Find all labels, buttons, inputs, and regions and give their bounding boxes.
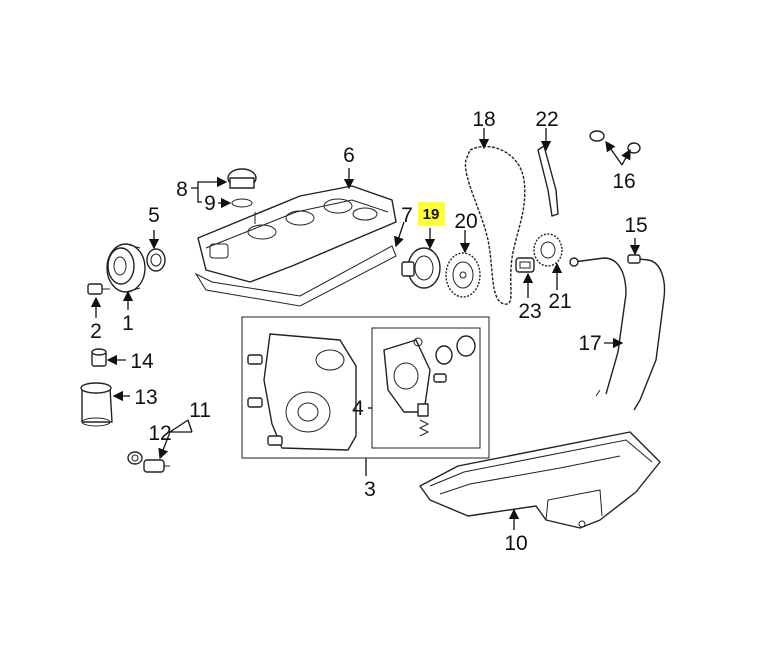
callout-6[interactable]: 6 bbox=[343, 144, 355, 167]
front-cover-group[interactable] bbox=[241, 316, 490, 459]
callout-10[interactable]: 10 bbox=[504, 532, 527, 555]
timing-sprocket-part[interactable] bbox=[533, 233, 563, 267]
callout-22[interactable]: 22 bbox=[535, 108, 558, 131]
cap-o-ring-part[interactable] bbox=[231, 198, 253, 208]
camshaft-actuator-part[interactable] bbox=[401, 247, 441, 289]
oil-filler-cap-part[interactable] bbox=[227, 168, 257, 189]
leader-lines bbox=[90, 128, 641, 530]
callout-21[interactable]: 21 bbox=[548, 290, 571, 313]
front-seal-part[interactable] bbox=[146, 248, 166, 272]
oil-filter-part[interactable] bbox=[80, 382, 113, 427]
callout-13[interactable]: 13 bbox=[134, 386, 157, 409]
callout-16[interactable]: 16 bbox=[612, 170, 635, 193]
callout-18[interactable]: 18 bbox=[472, 108, 495, 131]
highlight-box bbox=[418, 202, 445, 226]
callout-9[interactable]: 9 bbox=[204, 192, 216, 215]
callout-3[interactable]: 3 bbox=[364, 478, 376, 501]
valve-cover-part[interactable] bbox=[197, 185, 397, 283]
callout-20[interactable]: 20 bbox=[454, 210, 477, 233]
callout-8[interactable]: 8 bbox=[176, 178, 188, 201]
callout-15[interactable]: 15 bbox=[624, 214, 647, 237]
oil-cooler-cap-part[interactable] bbox=[91, 348, 107, 367]
callout-2[interactable]: 2 bbox=[90, 320, 102, 343]
chain-guide-part[interactable] bbox=[537, 145, 559, 217]
chain-tensioner-part[interactable] bbox=[515, 257, 535, 273]
pulley-bolt-part[interactable] bbox=[87, 283, 110, 295]
adapter-seal-part[interactable] bbox=[127, 451, 143, 465]
callout-12[interactable]: 12 bbox=[148, 422, 171, 445]
callout-1[interactable]: 1 bbox=[122, 312, 134, 335]
callout-5[interactable]: 5 bbox=[148, 204, 160, 227]
oil-adapter-part[interactable] bbox=[143, 459, 170, 473]
callout-19-highlighted[interactable]: 19 bbox=[423, 206, 440, 223]
dipstick-tube-part[interactable] bbox=[569, 257, 627, 397]
callout-23[interactable]: 23 bbox=[518, 300, 541, 323]
callout-11[interactable]: 11 bbox=[189, 399, 211, 422]
oil-pan-part[interactable] bbox=[419, 431, 661, 529]
timing-chain-part[interactable] bbox=[464, 145, 526, 305]
valve-cover-gasket-part[interactable] bbox=[194, 245, 397, 307]
seal-ring-part[interactable] bbox=[589, 130, 641, 154]
callout-labels: 1 2 3 4 5 6 7 8 9 10 11 12 13 14 15 16 1… bbox=[90, 108, 648, 555]
callout-7[interactable]: 7 bbox=[401, 204, 413, 227]
camshaft-sprocket-part[interactable] bbox=[445, 252, 481, 298]
dipstick-part[interactable] bbox=[627, 254, 666, 411]
crank-pulley-part[interactable] bbox=[106, 243, 146, 293]
callout-4[interactable]: 4 bbox=[352, 397, 364, 420]
callout-14[interactable]: 14 bbox=[130, 350, 154, 373]
oil-pump-group[interactable] bbox=[371, 327, 481, 449]
callout-17[interactable]: 17 bbox=[578, 332, 601, 355]
